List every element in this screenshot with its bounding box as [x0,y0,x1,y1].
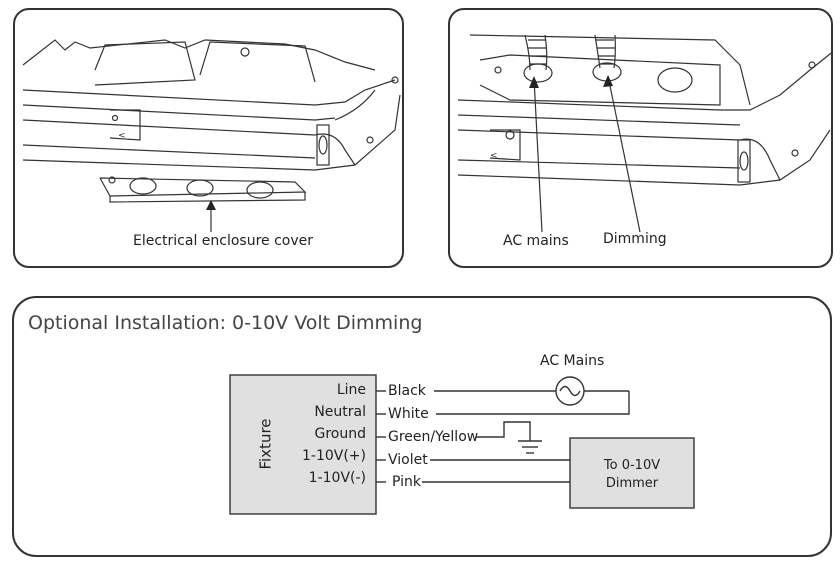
wire-ground-label: Green/Yellow [388,429,479,445]
ground-wire [476,421,531,441]
wiring-diagram-panel: Optional Installation: 0-10V Volt Dimmin… [12,296,832,557]
svg-text:<: < [490,151,498,161]
conduit-panel: < AC mains Dimming [448,8,833,268]
wire-black-label: Black [388,383,426,399]
terminal-dim-minus: 1-10V(-) [308,470,366,486]
fixture-box [229,374,377,515]
ac-mains-diagram-label: AC Mains [540,353,605,369]
terminal-ground: Ground [314,426,367,442]
wire-violet-label: Violet [388,452,428,468]
dimmer-box [569,437,695,509]
ac-mains-label: AC mains [503,233,569,249]
terminal-dim-plus: 1-10V(+) [301,448,366,464]
dimming-label: Dimming [603,231,667,247]
wiring-drawing [229,374,695,515]
terminal-neutral: Neutral [314,404,366,420]
enclosure-cover-drawing: < [22,39,401,232]
dimmer-label-line2: Dimmer [605,476,659,491]
enclosure-cover-panel: < Electrical enclosure cover [13,8,404,268]
svg-text:<: < [118,131,126,141]
conduit-drawing: < [457,34,831,233]
white-wire [436,391,630,415]
terminal-line: Line [336,382,366,398]
wiring-title: Optional Installation: 0-10V Volt Dimmin… [28,312,423,334]
wire-pink-label: Pink [392,474,422,490]
dimmer-label-line1: To 0-10V [603,458,661,473]
wire-white-label: White [388,406,429,422]
enclosure-cover-label: Electrical enclosure cover [133,233,314,249]
